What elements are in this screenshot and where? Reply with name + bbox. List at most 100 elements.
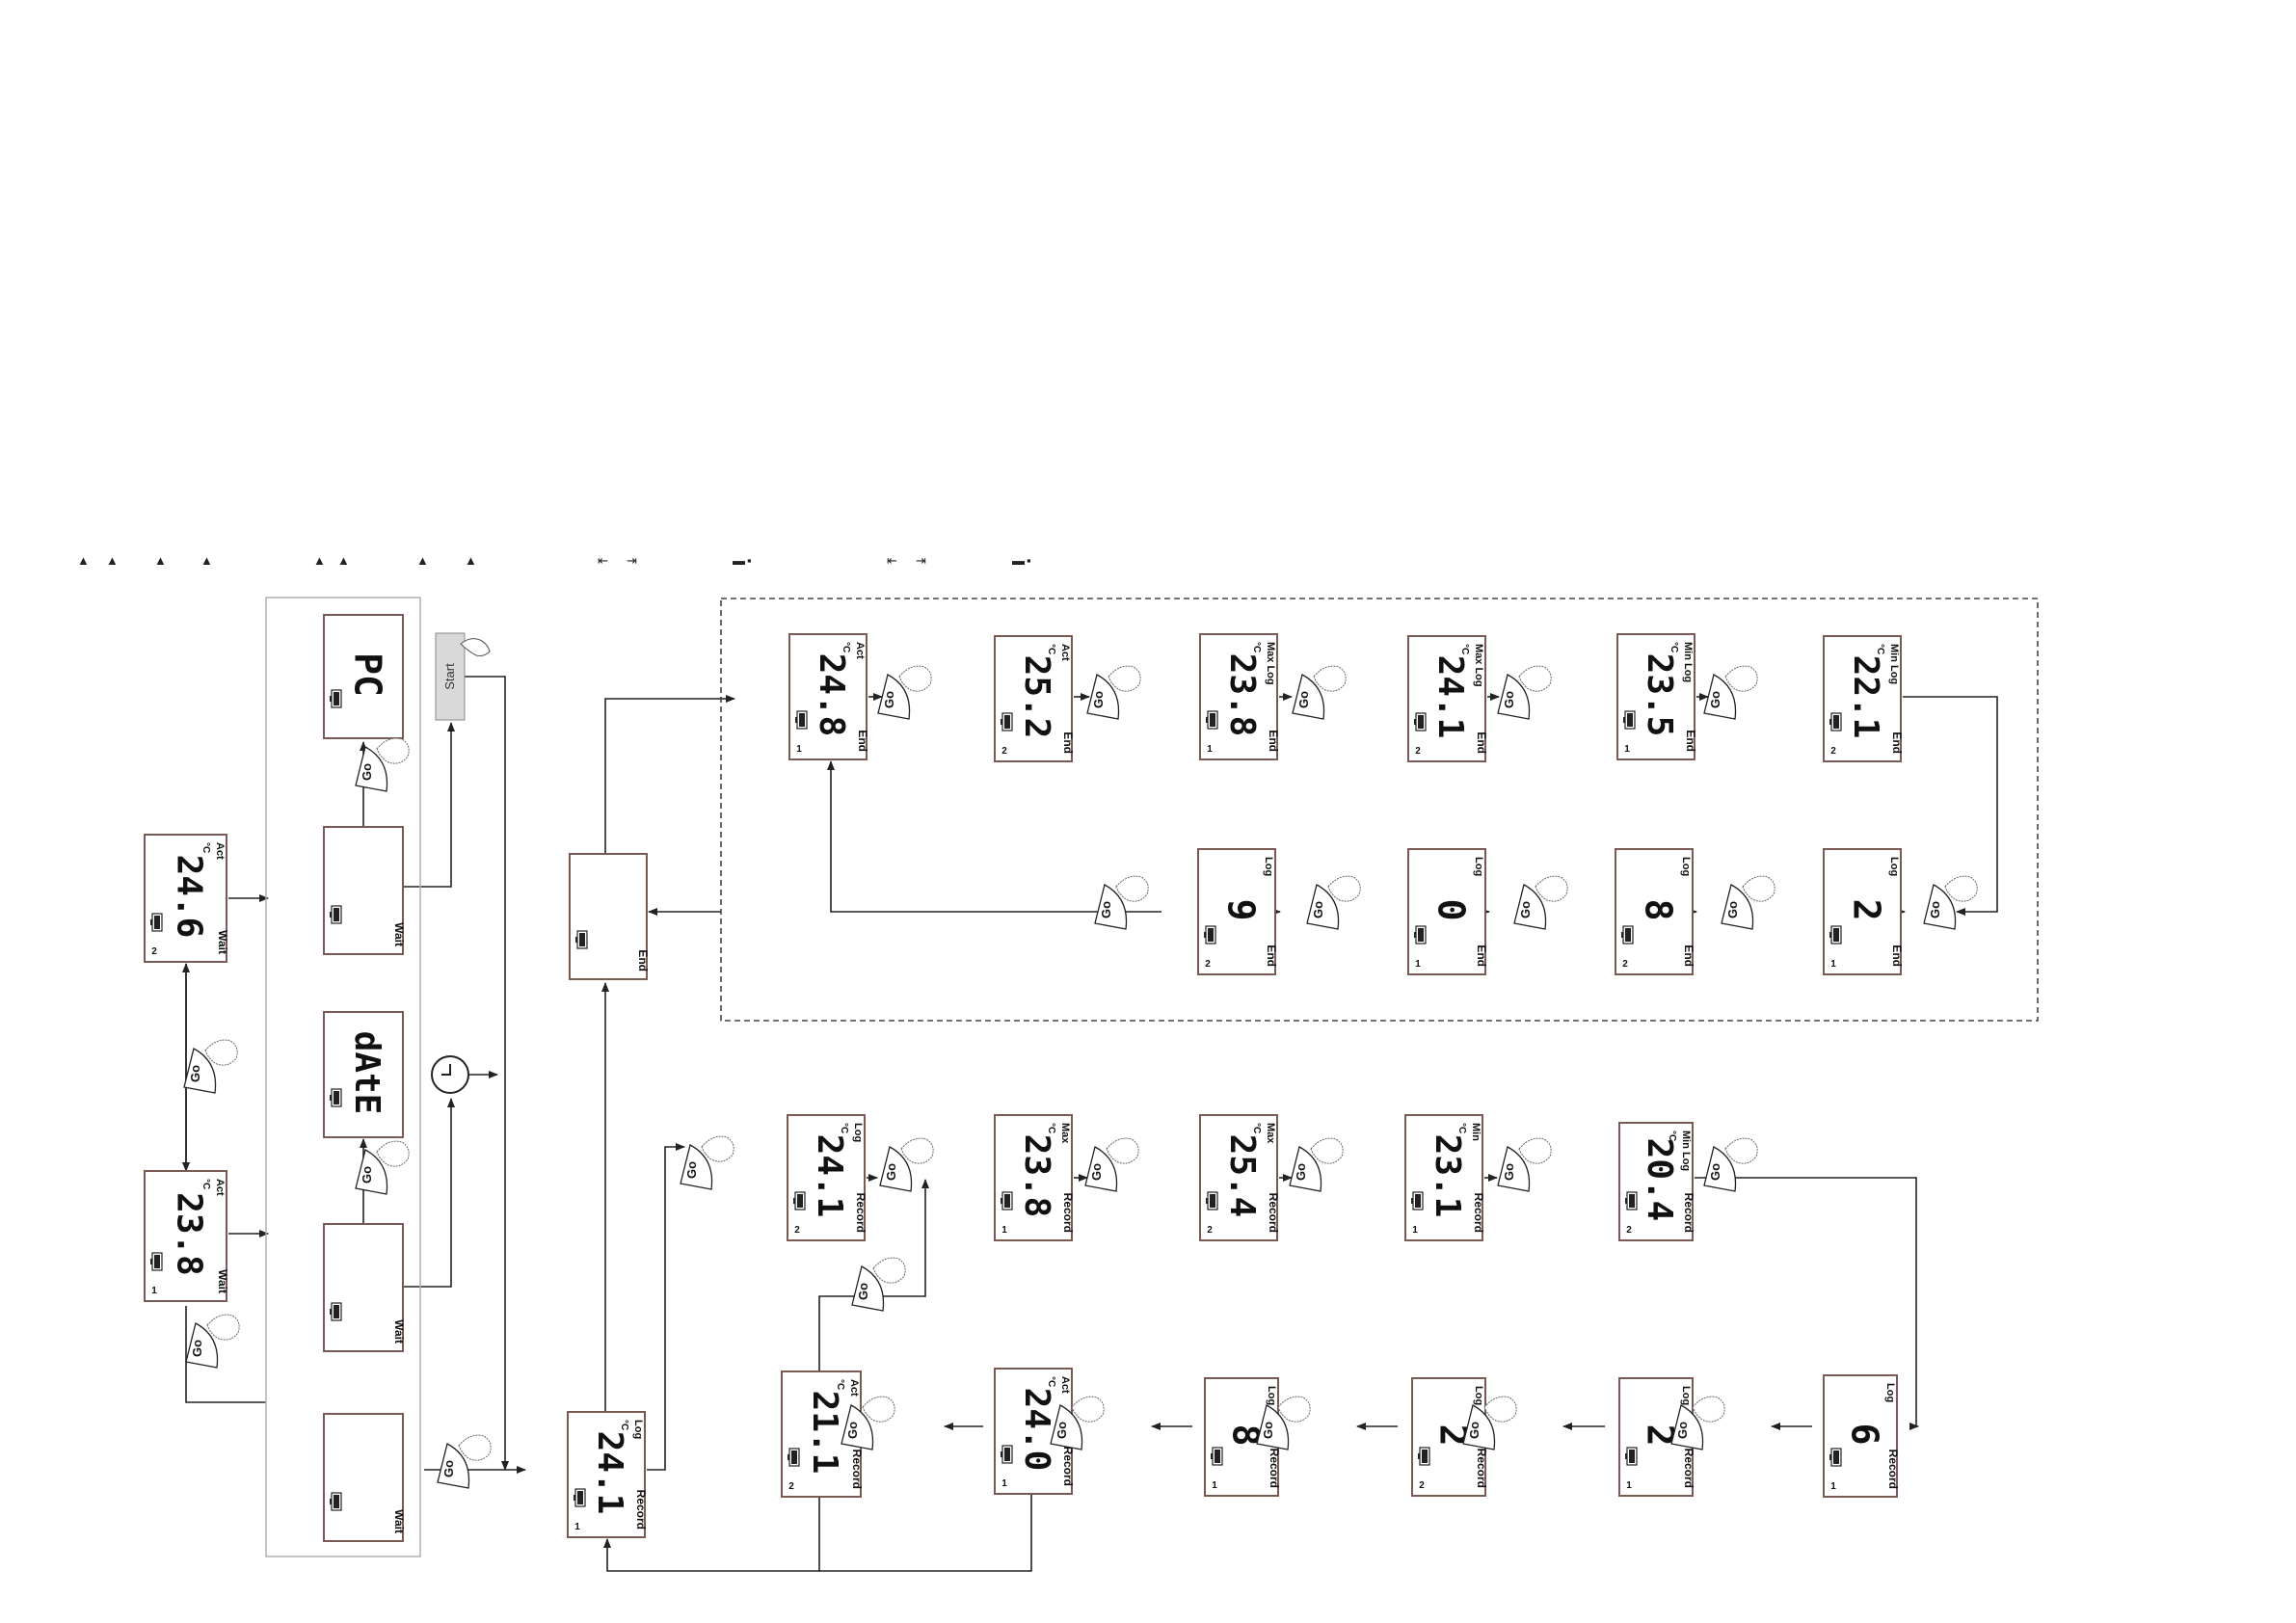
go-button[interactable]: Go — [1086, 665, 1141, 720]
lcd-channel-label: 2 — [1415, 746, 1421, 757]
go-button[interactable]: Go — [355, 737, 410, 792]
lcd-value: 25.2 — [1017, 655, 1056, 739]
lcd-mode-label: Log — [1263, 857, 1274, 876]
go-button[interactable]: Go — [877, 665, 932, 720]
go-button[interactable]: Go — [1923, 875, 1978, 930]
battery-icon — [1206, 1191, 1218, 1211]
lcd-value: 0 — [1430, 899, 1473, 921]
start-button[interactable]: Start — [435, 632, 491, 721]
flow-connector — [403, 722, 455, 888]
go-button[interactable]: Go — [1703, 665, 1758, 720]
lcd-mode-label: Act — [214, 842, 226, 860]
lcd-unit-label: °C — [619, 1420, 629, 1430]
go-button-label: Go — [1708, 1163, 1722, 1181]
go-button-label: Go — [1518, 901, 1533, 918]
go-button[interactable]: Go — [851, 1257, 906, 1312]
hand-pointer-icon — [1313, 665, 1347, 692]
hand-pointer-icon — [1742, 875, 1775, 902]
lcd-mode-label: Log — [1888, 857, 1900, 876]
lcd-status-label: End — [1684, 730, 1697, 752]
lcd-channel-label: 2 — [794, 1225, 800, 1236]
go-button[interactable]: Go — [355, 1140, 410, 1195]
hand-pointer-icon — [862, 1396, 895, 1423]
lcd-status-label: End — [1267, 730, 1280, 752]
lcd-screen-wait-blank-top: Wait — [323, 826, 406, 955]
lcd-status-label: Wait — [392, 922, 406, 946]
lcd-channel-label: 2 — [788, 1481, 794, 1492]
go-button[interactable]: Go — [1094, 875, 1149, 930]
lcd-unit-label: °C — [200, 1179, 211, 1189]
lcd-unit-label: °C — [1669, 642, 1679, 652]
lcd-status-label: Record — [854, 1193, 868, 1233]
go-button[interactable]: Go — [1292, 665, 1347, 720]
go-button[interactable]: Go — [183, 1039, 238, 1094]
legend-symbol: ▲ — [77, 553, 92, 568]
lcd-unit-label: °C — [1251, 1123, 1262, 1133]
lcd-value: 24.1 — [1430, 655, 1470, 739]
go-button[interactable]: Go — [1256, 1396, 1311, 1450]
go-button[interactable]: Go — [1513, 875, 1568, 930]
go-button[interactable]: Go — [1497, 665, 1552, 720]
go-button[interactable]: Go — [1497, 1137, 1552, 1192]
go-button[interactable]: Go — [1289, 1137, 1344, 1192]
lcd-channel-label: 2 — [1622, 959, 1628, 970]
hand-pointer-icon — [1115, 875, 1149, 902]
lcd-unit-label: °C — [1459, 644, 1470, 654]
lcd-value: 23.8 — [1222, 653, 1262, 737]
battery-icon — [1001, 1191, 1013, 1211]
lcd-unit-label: °C — [1875, 644, 1885, 654]
lcd-value: 8 — [1225, 1424, 1268, 1447]
legend-symbol: ⇤ — [598, 553, 610, 568]
lcd-channel-label: 1 — [151, 1286, 157, 1296]
go-button[interactable]: Go — [1462, 1396, 1517, 1450]
lcd-channel-label: 1 — [1207, 744, 1213, 755]
legend-symbol: ⇤ — [887, 553, 899, 568]
lcd-status-label: Record — [850, 1450, 864, 1489]
go-button[interactable]: Go — [841, 1396, 895, 1450]
lcd-value: PC — [347, 652, 389, 697]
lcd-mode-label: Max — [1265, 1123, 1276, 1144]
lcd-mode-label: Act — [1059, 1376, 1071, 1394]
lcd-value: 24.0 — [1017, 1388, 1056, 1472]
go-button[interactable]: Go — [437, 1434, 492, 1489]
go-button[interactable]: Go — [1050, 1396, 1105, 1450]
battery-icon — [1625, 1191, 1638, 1211]
hand-pointer-icon — [1724, 1137, 1758, 1164]
go-button[interactable]: Go — [1670, 1396, 1725, 1450]
go-button[interactable]: Go — [680, 1135, 734, 1190]
go-button[interactable]: Go — [1084, 1137, 1139, 1192]
lcd-value: 8 — [1638, 899, 1680, 921]
lcd-screen-date: dAtE — [323, 1011, 404, 1138]
battery-icon — [1001, 712, 1013, 732]
lcd-status-label: End — [1475, 732, 1488, 754]
go-button-label: Go — [1296, 691, 1311, 708]
go-button-label: Go — [1055, 1422, 1069, 1439]
battery-icon — [1414, 712, 1427, 732]
go-button[interactable]: Go — [1721, 875, 1775, 930]
battery-icon — [1211, 1447, 1223, 1466]
lcd-unit-label: °C — [835, 1379, 845, 1390]
go-button-label: Go — [360, 1166, 374, 1184]
lcd-channel-label: 1 — [1412, 1225, 1418, 1236]
start-button-label: Start — [442, 663, 457, 690]
go-button[interactable]: Go — [1306, 875, 1361, 930]
go-button[interactable]: Go — [185, 1314, 240, 1369]
lcd-status-label: Record — [1682, 1193, 1695, 1233]
go-button[interactable]: Go — [879, 1137, 934, 1192]
go-button-label: Go — [1294, 1163, 1308, 1181]
lcd-status-label: End — [1265, 945, 1278, 967]
go-button[interactable]: Go — [1703, 1137, 1758, 1192]
hand-pointer-icon — [1944, 875, 1978, 902]
flow-connector — [819, 1494, 1032, 1572]
lcd-channel-label: 1 — [1830, 1481, 1836, 1492]
lcd-channel-label: 2 — [1419, 1480, 1425, 1491]
